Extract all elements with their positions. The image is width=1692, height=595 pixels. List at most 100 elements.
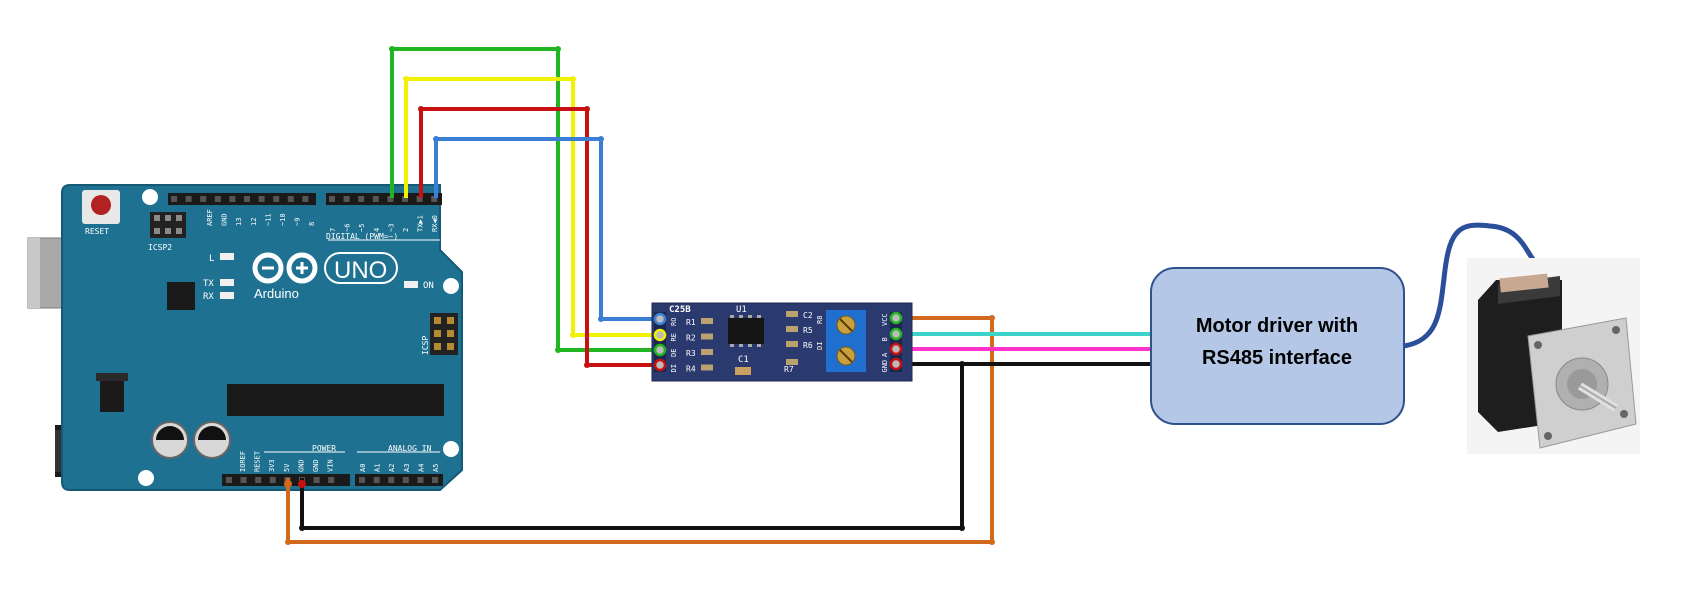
digital-pin-label: 4: [373, 228, 381, 232]
digital-pin-label: 13: [235, 218, 243, 226]
rs485-right-pin-label: B: [881, 337, 889, 341]
analog-pin-label: A0: [359, 464, 367, 472]
power-label: POWER: [312, 444, 336, 453]
wire-blue-pin0-to-ro: [434, 137, 658, 321]
analog-pin-label: A4: [417, 464, 425, 472]
component-label: R6: [803, 341, 813, 350]
header-pin: [302, 196, 309, 202]
digital-pin-label: ~3: [387, 224, 395, 232]
header-pin: [287, 196, 294, 202]
header-pin: [273, 196, 280, 202]
motor-driver-line2: RS485 interface: [1202, 347, 1352, 369]
resistor: [701, 349, 713, 355]
header-pin: [329, 196, 335, 202]
component-label: R7: [784, 365, 794, 374]
digital-pin-label: TX▶1: [417, 215, 425, 232]
stepper-motor: [1467, 258, 1640, 454]
rs485-right-pin-label: A: [881, 352, 889, 357]
component-label: R5: [803, 326, 813, 335]
header-pin: [373, 477, 380, 483]
led-rx-label: RX: [203, 292, 214, 302]
mounting-hole: [142, 189, 158, 205]
header-pin: [372, 196, 379, 202]
left-pin-header: [654, 312, 666, 372]
header-pin: [258, 196, 265, 202]
led-on: [404, 281, 418, 288]
analog-header: [355, 474, 443, 486]
mounting-hole: [443, 441, 459, 457]
module-pin: [889, 327, 903, 341]
analog-pin-label: A5: [432, 464, 440, 472]
voltage-regulator: [100, 378, 124, 412]
resistor: [701, 364, 713, 371]
mounting-hole: [138, 470, 154, 486]
module-pin: [653, 328, 667, 342]
atmega-chip: [227, 384, 444, 416]
arduino-logo: UNO Arduino: [252, 252, 398, 301]
smd-component: [786, 341, 798, 347]
digital-pin-label: ~10: [279, 213, 287, 226]
module-pin: [653, 358, 667, 372]
component-label: R1: [686, 318, 696, 327]
led-on-label: ON: [423, 281, 434, 291]
digital-pin-label: AREF: [206, 209, 214, 226]
digital-pin-label: 8: [308, 222, 316, 226]
header-pin: [387, 196, 394, 202]
resistor: [701, 333, 713, 340]
led-tx: [220, 279, 234, 286]
header-pin: [185, 196, 192, 202]
header-pin: [359, 477, 365, 483]
smd-component: [786, 359, 798, 365]
c1-label: C1: [738, 355, 749, 365]
power-pin-label: 5V: [283, 463, 291, 472]
power-pin-label: VIN: [327, 459, 335, 472]
reset-label: RESET: [85, 227, 109, 236]
module-pin: [889, 311, 903, 325]
power-pin-label: IOREF: [239, 451, 247, 472]
header-pin: [358, 196, 365, 202]
power-pin-label: GND: [312, 459, 320, 472]
digital-pin-label: 7: [329, 228, 337, 232]
header-pin: [269, 477, 276, 483]
header-pin: [200, 196, 207, 202]
analog-pin-label: A1: [374, 464, 382, 472]
digital-pin-label: RX◀0: [431, 215, 439, 232]
digital-pin-label: ~11: [264, 213, 272, 226]
led-rx: [220, 292, 234, 299]
analog-pin-label: A2: [388, 464, 396, 472]
digital-label: DIGITAL (PWM=~): [326, 232, 398, 241]
rs485-pcb: [651, 302, 913, 382]
uno-label: UNO: [334, 257, 387, 284]
header-pin: [255, 477, 262, 483]
motor-cable: [1403, 222, 1537, 349]
wire-joints: [284, 46, 995, 545]
icsp2-label: ICSP2: [148, 243, 172, 252]
header-pin: [226, 477, 232, 483]
header-pin: [214, 196, 221, 202]
motor-driver-rect: [1150, 267, 1405, 425]
component-label: R2: [686, 334, 696, 343]
header-pin: [432, 477, 438, 483]
usb-chip: [167, 282, 195, 310]
power-pin-label: GND: [297, 459, 305, 472]
component-label: C2: [803, 311, 813, 320]
component-label: R4: [686, 365, 696, 374]
rs485-left-pin-label: DE: [670, 349, 678, 357]
header-pin: [431, 196, 438, 202]
led-l-label: L: [209, 254, 214, 264]
u1-label: U1: [736, 305, 747, 315]
digital-pin-label: ~6: [344, 224, 352, 232]
header-pin: [417, 477, 424, 483]
power-pin-label: 3V3: [268, 459, 276, 472]
header-pin: [240, 477, 247, 483]
header-pin: [328, 477, 335, 483]
component-label: R3: [686, 349, 696, 358]
module-pin: [653, 343, 667, 357]
right-pin-header: [890, 312, 902, 372]
header-pin: [244, 196, 250, 202]
module-pin: [889, 342, 903, 356]
motor-driver-box: Motor driver with RS485 interface: [1150, 267, 1405, 425]
header-pin: [402, 477, 409, 483]
rs485-right-pin-label: VCC: [881, 313, 889, 326]
